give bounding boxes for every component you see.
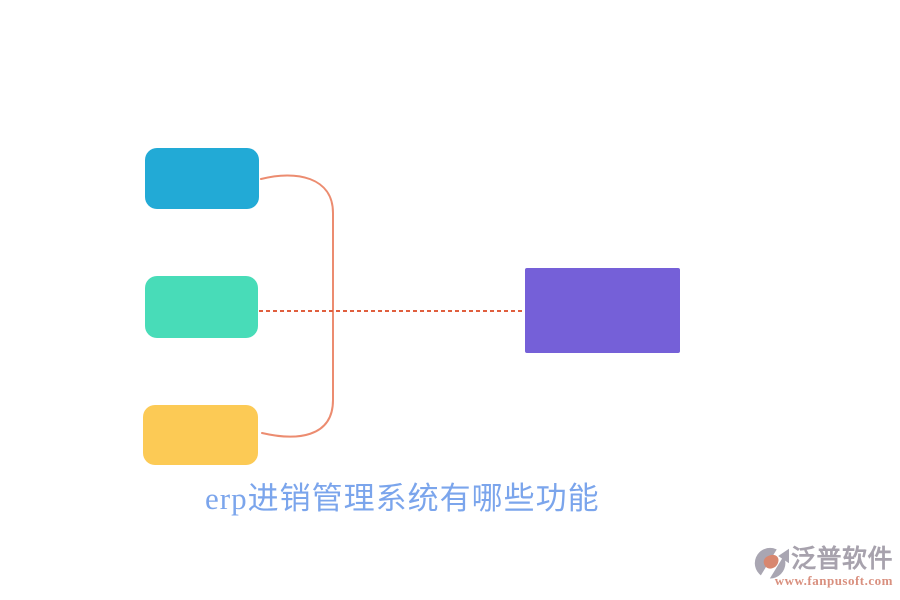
fanpu-logo-icon <box>754 547 789 584</box>
watermark-brand-text: 泛普软件 <box>790 545 893 573</box>
watermark-url-text: www.fanpusoft.com <box>774 573 893 588</box>
watermark: 泛普软件 www.fanpusoft.com <box>751 545 893 589</box>
node-branch-bottom <box>143 405 258 465</box>
node-root <box>525 268 680 353</box>
node-branch-top <box>145 148 259 209</box>
node-branch-middle <box>145 276 258 338</box>
page-title: erp进销管理系统有哪些功能 <box>205 481 600 516</box>
brace-connector <box>260 174 334 438</box>
